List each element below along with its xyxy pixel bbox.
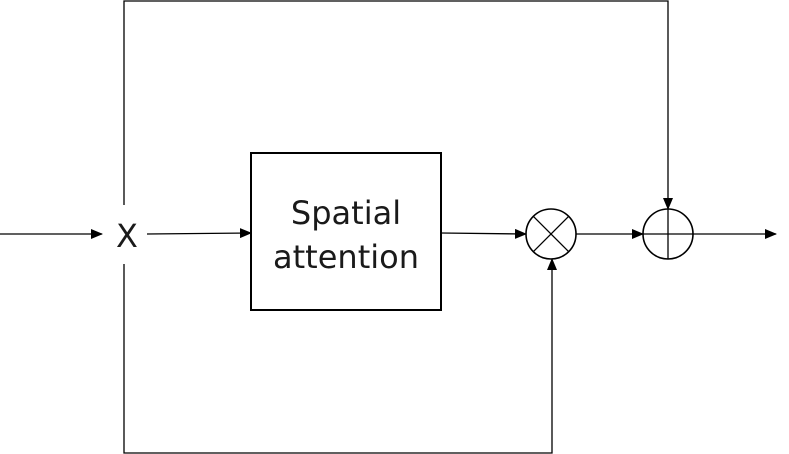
- multiply-cross-b: [532, 215, 570, 253]
- spatial-attention-block: Spatial attention: [250, 152, 442, 311]
- x-to-block-arrow: [146, 228, 252, 239]
- add-operator: [642, 208, 694, 260]
- spatial-attention-label-line1: Spatial: [291, 194, 401, 232]
- spatial-attention-label-line2: attention: [273, 238, 419, 276]
- input-label: X: [116, 217, 138, 255]
- multiply-input-connection: [123, 258, 557, 454]
- residual-skip-connection: [123, 0, 673, 210]
- multiply-operator: [525, 208, 577, 260]
- spatial-attention-box: [250, 152, 442, 311]
- block-to-multiply-arrow: [440, 228, 527, 239]
